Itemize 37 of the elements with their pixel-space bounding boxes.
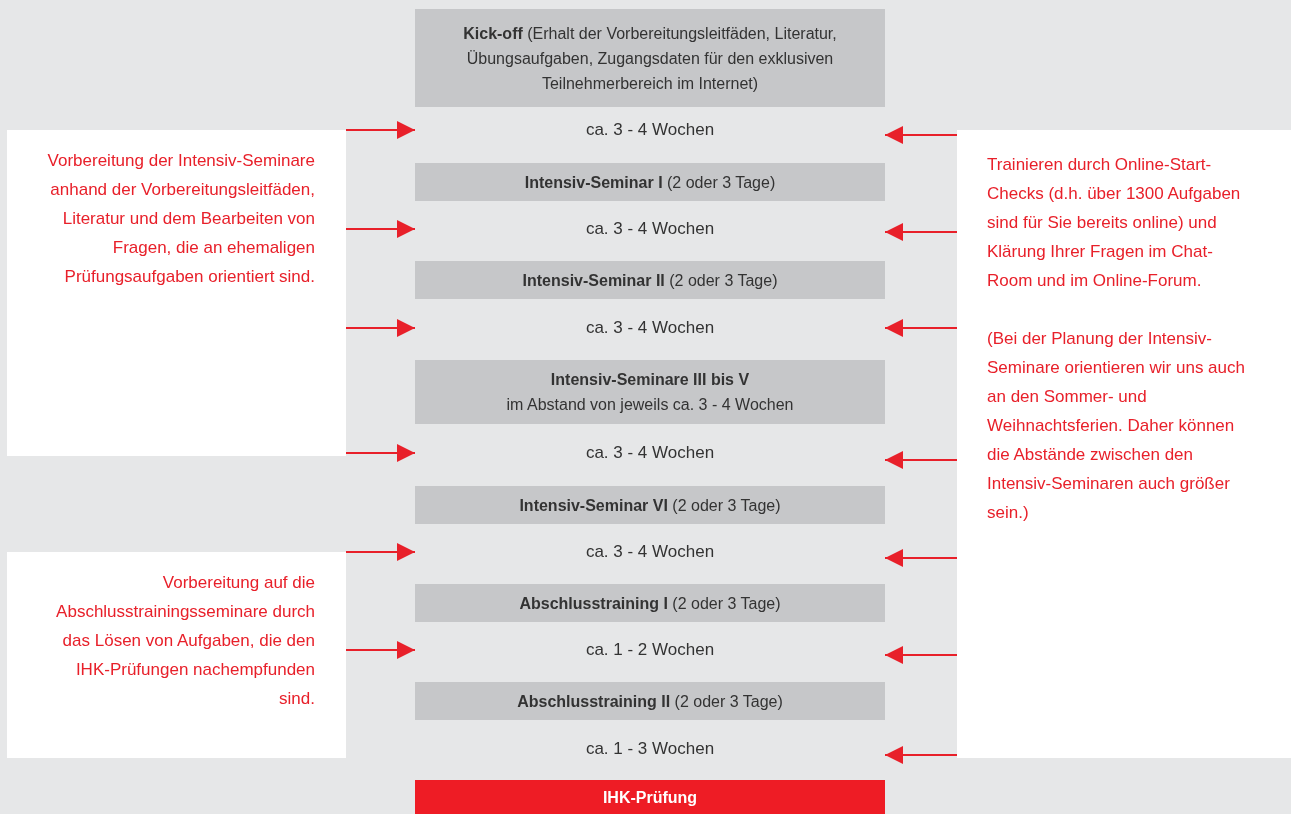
arrow	[345, 220, 416, 238]
stage-title: Intensiv-Seminare III bis V	[550, 370, 750, 390]
stage-text: Intensiv-Seminar VI (2 oder 3 Tage)	[519, 495, 781, 516]
note-panel	[7, 552, 346, 758]
arrow	[345, 121, 416, 139]
stage-box	[415, 486, 885, 524]
note-text: Trainieren durch Online-Start-Checks (d.h. über 1300 Aufgaben sind für Sie bereits online) und Klärung Ihrer Fragen im Chat-Room und im Online-Forum.	[987, 154, 1242, 292]
arrow	[345, 543, 416, 561]
stage-box	[415, 584, 885, 622]
exam-title: IHK-Prüfung	[602, 787, 698, 808]
note-text: Vorbereitung auf die Abschlusstrainingsseminare durch das Lösen von Aufgaben, die den IHK-Prüfungen nachempfunden sind.	[55, 572, 315, 710]
note-panel	[7, 130, 346, 456]
note-panel	[957, 130, 1291, 758]
arrow	[884, 319, 958, 337]
arrow	[884, 451, 958, 469]
stage-box	[415, 360, 885, 424]
arrow	[884, 646, 958, 664]
stage-box	[415, 261, 885, 299]
note-text: (Bei der Planung der Intensiv-Seminare orientieren wir uns auch an den Sommer- und Weihnachtsferien. Daher können die Abstände zwischen den Intensiv-Seminaren auch größer sein.)	[987, 328, 1246, 524]
stage-text: Abschlusstraining I (2 oder 3 Tage)	[519, 593, 781, 614]
stage-text: Kick-off (Erhalt der Vorbereitungsleitfäden, Literatur, Übungsaufgaben, Zugangsdaten für den exklusiven Teilnehmerbereich im Internet)	[462, 23, 838, 94]
arrow	[884, 223, 958, 241]
stage-box	[415, 682, 885, 720]
arrow	[884, 746, 958, 764]
arrow	[345, 444, 416, 462]
stage-text: Abschlusstraining II (2 oder 3 Tage)	[517, 691, 783, 712]
stage-box	[415, 163, 885, 201]
stage-text: Intensiv-Seminar I (2 oder 3 Tage)	[524, 172, 776, 193]
stage-text: Intensiv-Seminar II (2 oder 3 Tage)	[522, 270, 778, 291]
exam-box	[415, 780, 885, 814]
stage-note: im Abstand von jeweils ca. 3 - 4 Wochen	[506, 395, 794, 415]
note-text: Vorbereitung der Intensiv-Seminare anhand der Vorbereitungsleitfäden, Literatur und dem Bearbeiten von Fragen, die an ehemaligen Prüfungsaufgaben orientiert sind.	[47, 150, 315, 288]
arrow	[884, 126, 958, 144]
arrow	[345, 319, 416, 337]
arrow	[345, 641, 416, 659]
arrow	[884, 549, 958, 567]
stage-box	[415, 9, 885, 107]
